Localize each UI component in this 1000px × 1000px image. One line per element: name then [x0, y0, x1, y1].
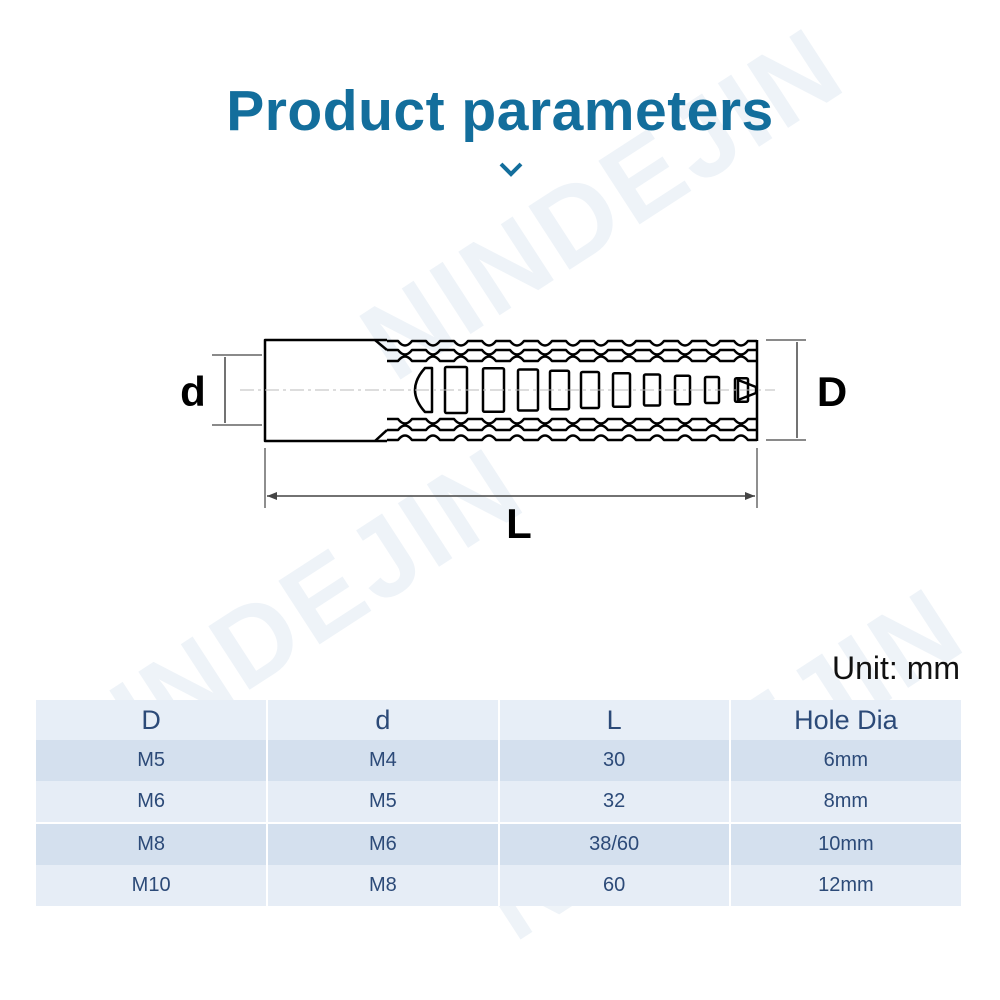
header-hole-dia: Hole Dia — [728, 700, 961, 740]
cell: 30 — [497, 740, 730, 781]
anchor-diagram: d D L — [180, 338, 847, 547]
table-header-row: D d L Hole Dia — [36, 700, 961, 740]
cell: 6mm — [728, 740, 961, 781]
label-d: d — [180, 368, 206, 415]
page-title: Product parameters — [226, 79, 774, 143]
cell: M10 — [36, 865, 268, 906]
cell: M5 — [36, 740, 268, 781]
cell: 60 — [497, 865, 730, 906]
cell: 12mm — [728, 865, 961, 906]
cell: M6 — [36, 781, 268, 823]
header-d: d — [266, 700, 499, 740]
label-D: D — [817, 368, 847, 415]
label-L: L — [506, 500, 532, 547]
cell: 38/60 — [497, 822, 730, 865]
chevron-down-icon — [499, 162, 523, 177]
header-L: L — [497, 700, 730, 740]
cell: M5 — [266, 781, 499, 823]
cell: 8mm — [728, 781, 961, 823]
cell: 32 — [497, 781, 730, 823]
header-D: D — [36, 700, 268, 740]
cell: 10mm — [728, 822, 961, 865]
unit-label: Unit: mm — [832, 650, 960, 686]
cell: M4 — [266, 740, 499, 781]
cell: M6 — [266, 822, 499, 865]
cell: M8 — [266, 865, 499, 906]
cell: M8 — [36, 822, 268, 865]
